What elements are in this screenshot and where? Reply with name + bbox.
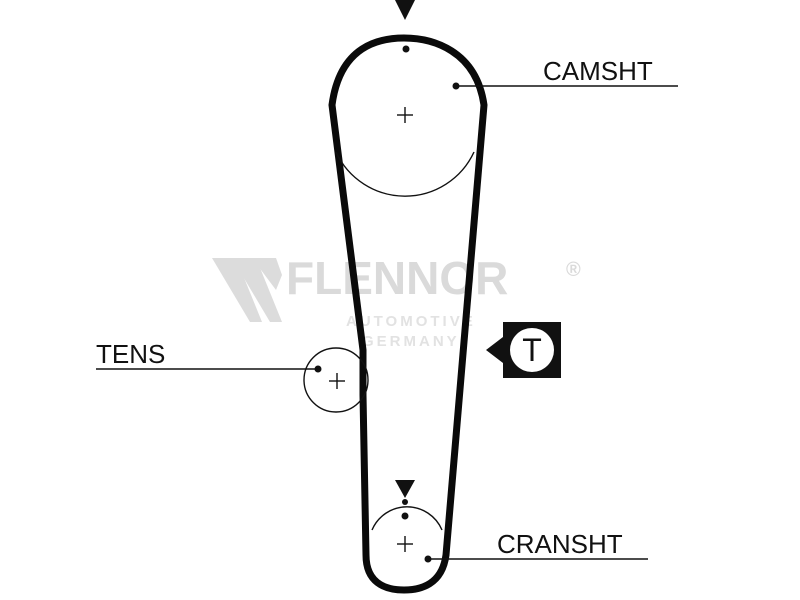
watermark-registered: ® bbox=[566, 259, 581, 281]
tensioner-badge: T bbox=[486, 322, 561, 378]
tensioner-badge-letter: T bbox=[522, 332, 542, 368]
flennor-logo-icon bbox=[212, 258, 282, 322]
camshaft-label: CAMSHT bbox=[543, 56, 653, 86]
plus-icon bbox=[329, 373, 345, 389]
left-pointing-arrow-icon bbox=[486, 337, 503, 350]
down-triangle-icon bbox=[395, 480, 415, 498]
crankshaft-pulley-arc bbox=[371, 506, 443, 531]
camshaft-timing-dot bbox=[402, 45, 410, 53]
timing-belt bbox=[328, 34, 488, 594]
tensioner-badge-circle bbox=[510, 328, 554, 372]
plus-icon bbox=[397, 536, 413, 552]
camshaft-pulley-arc bbox=[335, 151, 475, 197]
watermark-brand: FLENNOR bbox=[286, 252, 508, 304]
camshaft-pulley bbox=[335, 45, 475, 197]
crankshaft-pulley bbox=[371, 506, 443, 563]
tensioner-circle bbox=[303, 347, 369, 413]
crankshaft-label: CRANSHT bbox=[497, 529, 623, 559]
crankshaft-timing-dot bbox=[401, 512, 409, 520]
tensioner-label: TENS bbox=[96, 339, 165, 369]
down-triangle-icon bbox=[395, 0, 415, 20]
left-pointing-arrow-icon bbox=[486, 350, 503, 363]
plus-icon bbox=[397, 107, 413, 123]
tensioner-pulley bbox=[303, 347, 369, 413]
watermark-tagline-1: AUTOMOTIVE bbox=[346, 313, 476, 330]
watermark-tagline-2: GERMANY bbox=[362, 333, 460, 350]
crankshaft-mark-dot bbox=[402, 499, 408, 505]
